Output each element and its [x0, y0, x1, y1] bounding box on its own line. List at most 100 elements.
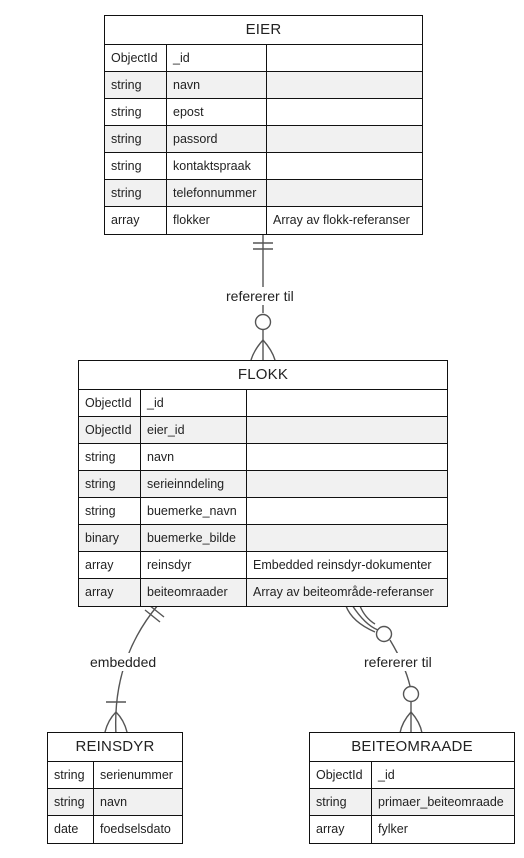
entity-field-row: string epost — [105, 99, 422, 126]
entity-field-row: string kontaktspraak — [105, 153, 422, 180]
field-type: array — [111, 213, 140, 227]
field-name: flokker — [166, 207, 266, 234]
entity-field-row: ObjectId eier_id — [79, 417, 447, 444]
field-name: serienummer — [93, 762, 182, 788]
field-name: reinsdyr — [140, 552, 246, 578]
relationship-label-flokk-beiteomraade: refererer til — [362, 653, 434, 671]
field-name: fylker — [371, 816, 514, 843]
entity-title: REINSDYR — [48, 733, 182, 762]
flokk-crowfoot-2 — [345, 605, 376, 633]
field-type: array — [316, 822, 345, 836]
field-name: buemerke_navn — [140, 498, 246, 524]
field-note — [246, 390, 447, 416]
field-type: string — [111, 186, 142, 200]
entity-title: BEITEOMRAADE — [310, 733, 514, 762]
field-type: string — [316, 795, 347, 809]
flokk-crowfoot — [250, 339, 276, 361]
relationship-label-eier-flokk: refererer til — [224, 287, 296, 305]
field-name: navn — [140, 444, 246, 470]
field-type: string — [111, 159, 142, 173]
entity-field-row: string buemerke_navn — [79, 498, 447, 525]
entity-field-row: string telefonnummer — [105, 180, 422, 207]
field-type: string — [85, 477, 116, 491]
flokk-one-mark — [144, 609, 161, 623]
field-note — [266, 99, 422, 125]
field-note — [246, 471, 447, 497]
entity-field-row: string navn — [48, 789, 182, 816]
field-type: string — [111, 78, 142, 92]
field-type: date — [54, 822, 79, 836]
entity-title: EIER — [105, 16, 422, 45]
field-name: navn — [93, 789, 182, 815]
reinsdyr-crowfoot — [104, 711, 128, 733]
field-name: _id — [371, 762, 514, 788]
field-name: primaer_beiteomraade — [371, 789, 514, 815]
field-name: epost — [166, 99, 266, 125]
relationship-label-flokk-reinsdyr: embedded — [88, 653, 159, 671]
field-type: string — [54, 768, 85, 782]
entity-field-row: array fylker — [310, 816, 514, 843]
beite-crowfoot — [399, 711, 423, 734]
entity-title: FLOKK — [79, 361, 447, 390]
beite-zero-circle — [402, 685, 420, 703]
entity-field-row: string serieinndeling — [79, 471, 447, 498]
field-type: array — [85, 558, 114, 572]
entity-field-row: ObjectId _id — [310, 762, 514, 789]
field-name: navn — [166, 72, 266, 98]
field-note — [266, 126, 422, 152]
field-note — [246, 498, 447, 524]
field-type: string — [85, 504, 116, 518]
field-type: array — [85, 585, 114, 599]
flokk-one-mark-2 — [148, 604, 165, 618]
field-name: passord — [166, 126, 266, 152]
flokk-zero-circle — [254, 313, 272, 331]
flokk-beite-connector — [351, 604, 379, 631]
field-name: _id — [140, 390, 246, 416]
field-name: foedselsdato — [93, 816, 182, 843]
field-type: ObjectId — [316, 768, 363, 782]
field-note — [246, 417, 447, 443]
field-note — [266, 45, 422, 71]
field-name: eier_id — [140, 417, 246, 443]
field-type: ObjectId — [111, 51, 158, 65]
field-type: ObjectId — [85, 423, 132, 437]
entity-field-row: string primaer_beiteomraade — [310, 789, 514, 816]
entity-field-row: ObjectId _id — [105, 45, 422, 72]
field-note — [266, 180, 422, 206]
field-note — [246, 525, 447, 551]
field-type: string — [111, 105, 142, 119]
entity-field-row: string serienummer — [48, 762, 182, 789]
entity-field-row: string navn — [105, 72, 422, 99]
entity-field-row: string navn — [79, 444, 447, 471]
field-note — [246, 444, 447, 470]
entity-field-row: date foedselsdato — [48, 816, 182, 843]
field-type: binary — [85, 531, 120, 545]
field-note: Array av flokk-referanser — [266, 207, 422, 234]
field-name: kontaktspraak — [166, 153, 266, 179]
entity-rows: string serienummer string navn date foedselsd… — [48, 762, 182, 843]
field-type: string — [85, 450, 116, 464]
field-type: ObjectId — [85, 396, 132, 410]
field-type: string — [54, 795, 85, 809]
field-name: serieinndeling — [140, 471, 246, 497]
field-note — [266, 72, 422, 98]
flokk-zero-circle-2 — [375, 625, 393, 643]
field-name: telefonnummer — [166, 180, 266, 206]
field-note — [266, 153, 422, 179]
field-name: _id — [166, 45, 266, 71]
field-name: beiteomraader — [140, 579, 246, 606]
entity-field-row: ObjectId _id — [79, 390, 447, 417]
field-note: Array av beiteområde-referanser — [246, 579, 447, 606]
